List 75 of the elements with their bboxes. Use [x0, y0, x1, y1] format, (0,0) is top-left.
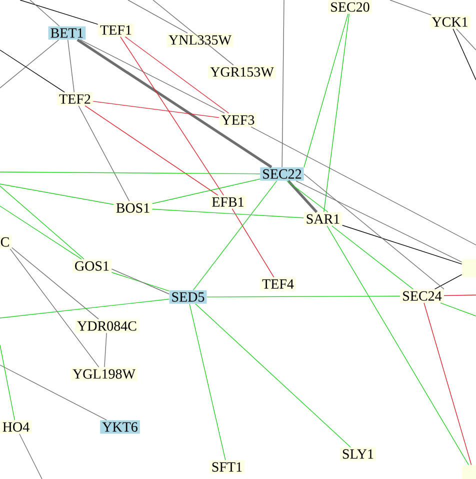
interaction-line [296, 180, 462, 262]
protein-label: YCK1 [430, 15, 470, 29]
interaction-line [128, 0, 188, 34]
interaction-line [152, 178, 260, 204]
protein-label: EFB1 [210, 195, 246, 209]
interaction-line [20, 0, 98, 25]
interaction-line [250, 126, 476, 246]
interaction-line [0, 50, 65, 93]
protein-label: SFT1 [209, 460, 245, 474]
interaction-line [0, 184, 114, 205]
interaction-line [104, 332, 107, 368]
interaction-line [0, 364, 107, 420]
protein-box: YKT6 [100, 420, 140, 434]
interaction-line [456, 28, 476, 50]
protein-label: SAR1 [304, 212, 342, 226]
protein-label: YEF3 [219, 113, 257, 127]
interaction-line [10, 248, 100, 368]
interaction-line [326, 226, 469, 466]
interaction-line [0, 298, 170, 318]
interaction-line [30, 0, 60, 27]
protein-label: HO4 [0, 420, 32, 434]
interaction-line [232, 208, 274, 278]
interaction-line [12, 247, 99, 320]
interaction-line [324, 14, 350, 212]
interaction-line [0, 186, 84, 260]
protein-label: YGL198W [70, 367, 138, 381]
protein-label: YDR084C [75, 319, 139, 333]
interaction-line [0, 344, 15, 420]
protein-box: SEC22 [260, 167, 304, 181]
protein-label: C [0, 235, 12, 249]
protein-box: SED5 [169, 290, 207, 304]
protein-label: SEC24 [400, 289, 444, 303]
interaction-line [434, 274, 462, 290]
protein-box: BET1 [48, 26, 86, 40]
protein-label: TEF2 [57, 92, 93, 106]
interaction-line [444, 294, 476, 296]
interaction-line [92, 101, 220, 118]
interaction-line [152, 208, 304, 218]
protein-label: SLY1 [340, 447, 376, 461]
interaction-line [192, 180, 278, 290]
interaction-line [76, 38, 272, 168]
interaction-line [0, 40, 60, 88]
interaction-line [19, 434, 42, 479]
interaction-line [390, 0, 432, 16]
protein-label: SEC20 [328, 0, 372, 14]
interaction-line [304, 14, 348, 168]
interaction-line [152, 0, 234, 66]
protein-label: TEF4 [260, 277, 296, 291]
interaction-line [0, 172, 260, 174]
interaction-line [80, 40, 225, 114]
interaction-line [124, 36, 229, 114]
interaction-line [120, 36, 224, 196]
interaction-line [304, 174, 444, 290]
interaction-line [440, 302, 476, 316]
protein-label: YGR153W [208, 65, 276, 79]
interaction-line [452, 28, 476, 80]
interaction-line [67, 40, 75, 93]
interaction-line [287, 180, 318, 213]
interaction-line [78, 106, 130, 202]
interaction-line [332, 226, 414, 290]
interaction-line [189, 304, 226, 460]
interaction-line [206, 296, 400, 298]
interaction-line [342, 224, 462, 264]
protein-label: TEF1 [98, 23, 134, 37]
protein-label: YNL335W [166, 33, 234, 47]
interaction-line [286, 180, 328, 212]
interaction-line [424, 302, 472, 466]
protein-label: BOS1 [114, 201, 152, 215]
interaction-line [0, 206, 82, 260]
interaction-line [84, 106, 218, 196]
protein-label: GOS1 [72, 259, 112, 273]
protein-box [462, 259, 476, 277]
interaction-line [195, 304, 351, 448]
interaction-line [282, 0, 284, 168]
protein-box [462, 465, 476, 479]
